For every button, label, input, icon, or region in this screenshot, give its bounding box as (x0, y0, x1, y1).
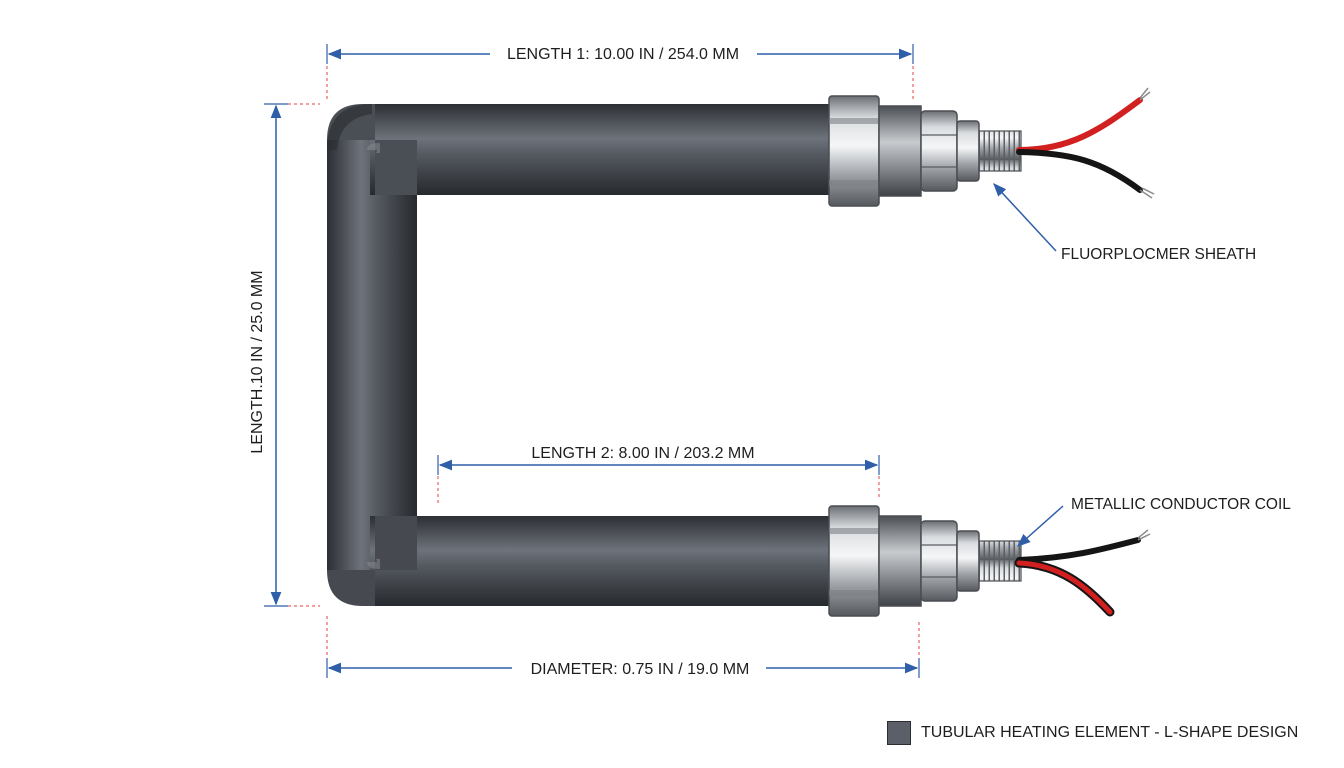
vertical-length-label: LENGTH.10 IN / 25.0 MM (249, 270, 266, 453)
extension-lines (264, 60, 920, 662)
tube-body (327, 104, 832, 606)
dimension-lines (264, 44, 920, 678)
coil-callout-label: METALLIC CONDUCTOR COIL (1071, 496, 1291, 513)
tube-corner-bottom (327, 516, 417, 606)
legend-label: TUBULAR HEATING ELEMENT - L-SHAPE DESIGN (921, 724, 1299, 741)
tube-vertical-leg (327, 140, 417, 570)
tube-top-leg (370, 104, 832, 195)
top-black-wire (1016, 149, 1143, 193)
tube-bottom-leg (370, 516, 832, 606)
top-red-wire (1016, 97, 1143, 153)
top-hex-nut (920, 110, 958, 192)
length2-label: LENGTH 2: 8.00 IN / 203.2 MM (531, 445, 754, 462)
bottom-hex-nut (920, 520, 958, 602)
top-ferrule (828, 95, 880, 207)
bottom-threaded-stud (978, 540, 1022, 582)
legend-swatch (887, 721, 911, 745)
bottom-black-wire (1016, 537, 1141, 563)
bottom-red-wire (1016, 560, 1113, 615)
sheath-callout-label: FLUORPLOCMER SHEATH (1061, 246, 1256, 263)
diameter-label: DIAMETER: 0.75 IN / 19.0 MM (531, 661, 750, 678)
bottom-ferrule (828, 505, 880, 617)
sheath-callout-arrow (993, 183, 1057, 252)
tube-corner-top (327, 104, 417, 195)
coil-callout-arrow (1016, 505, 1064, 547)
coil-callout: METALLIC CONDUCTOR COIL (1016, 496, 1291, 547)
top-threaded-stud (978, 130, 1022, 172)
bottom-terminal-fitting (828, 505, 1151, 617)
top-terminal-fitting (828, 87, 1155, 207)
legend: TUBULAR HEATING ELEMENT - L-SHAPE DESIGN (887, 721, 1298, 745)
length1-label: LENGTH 1: 10.00 IN / 254.0 MM (507, 46, 739, 63)
sheath-callout: FLUORPLOCMER SHEATH (993, 183, 1256, 263)
